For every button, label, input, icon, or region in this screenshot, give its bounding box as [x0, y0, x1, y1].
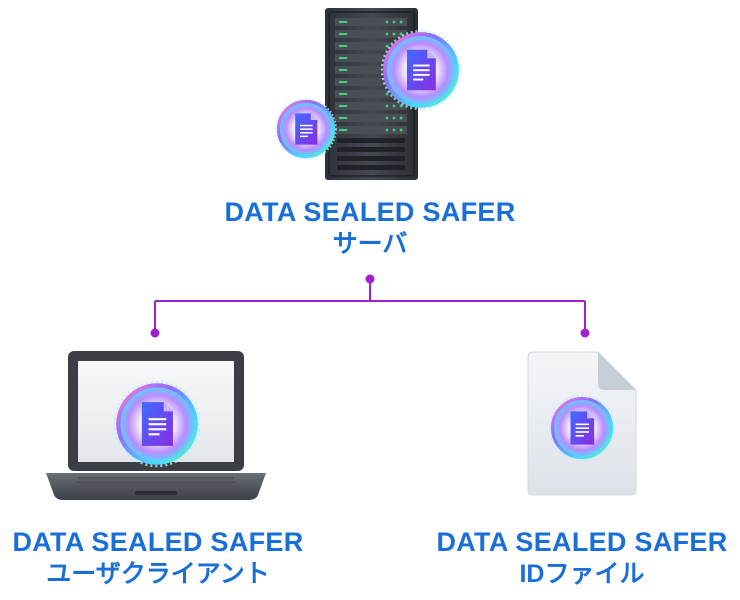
server-drive-bay [335, 18, 407, 26]
laptop-trackpad [135, 491, 177, 495]
server-label: DATA SEALED SAFER サーバ [170, 196, 570, 259]
server-status-dot [399, 20, 403, 24]
server-led [339, 117, 347, 119]
server-led [339, 33, 347, 35]
laptop-keyboard [72, 477, 240, 488]
connector-tree [154, 279, 586, 333]
idfile-title: DATA SEALED SAFER [436, 527, 728, 557]
server-drive-bay [335, 90, 407, 98]
server-vent-grille [337, 138, 405, 170]
server-status-dot [385, 92, 389, 96]
idfile-subtitle: IDファイル [519, 559, 645, 588]
server-status-dot [385, 32, 389, 36]
server-drive-bay [335, 126, 407, 134]
server-drive-bay [335, 78, 407, 86]
server-drive-bay [335, 114, 407, 122]
server-status-dot [399, 104, 403, 108]
server-status-dot [392, 104, 396, 108]
client-subtitle: ユーザクライアント [46, 559, 270, 588]
server-node [276, 8, 460, 180]
server-led [339, 81, 347, 83]
server-status-dot [385, 104, 389, 108]
client-label: DATA SEALED SAFER ユーザクライアント [0, 526, 316, 589]
server-drive-bay [335, 42, 407, 50]
laptop-key-row [75, 481, 237, 484]
server-status-dot [385, 20, 389, 24]
server-led [339, 93, 347, 95]
server-status-dot [385, 128, 389, 132]
server-status-dot [385, 44, 389, 48]
connector-dot-top [365, 274, 375, 284]
server-status-dot [399, 32, 403, 36]
connector-dot-right [580, 328, 590, 338]
laptop-key-row [72, 485, 240, 488]
server-drive-bay [335, 102, 407, 110]
client-node [46, 351, 266, 500]
idfile-label: DATA SEALED SAFER IDファイル [424, 526, 740, 589]
connector-dot-left [150, 328, 160, 338]
server-led [339, 69, 347, 71]
client-title: DATA SEALED SAFER [12, 527, 304, 557]
server-status-dot [399, 116, 403, 120]
server-drive-bay [335, 54, 407, 62]
server-title: DATA SEALED SAFER [224, 197, 516, 227]
server-status-dot [385, 116, 389, 120]
server-led [339, 21, 347, 23]
laptop-key-row [78, 477, 234, 480]
server-status-dot [392, 20, 396, 24]
server-led [339, 105, 347, 107]
server-led [339, 129, 347, 131]
server-status-dot [392, 128, 396, 132]
server-status-dot [392, 32, 396, 36]
server-drive-bay [335, 66, 407, 74]
server-status-dot [392, 116, 396, 120]
server-led [339, 57, 347, 59]
server-led [339, 45, 347, 47]
server-subtitle: サーバ [332, 229, 408, 258]
idfile-node [527, 351, 637, 496]
server-status-dot [399, 128, 403, 132]
server-drive-bay [335, 30, 407, 38]
